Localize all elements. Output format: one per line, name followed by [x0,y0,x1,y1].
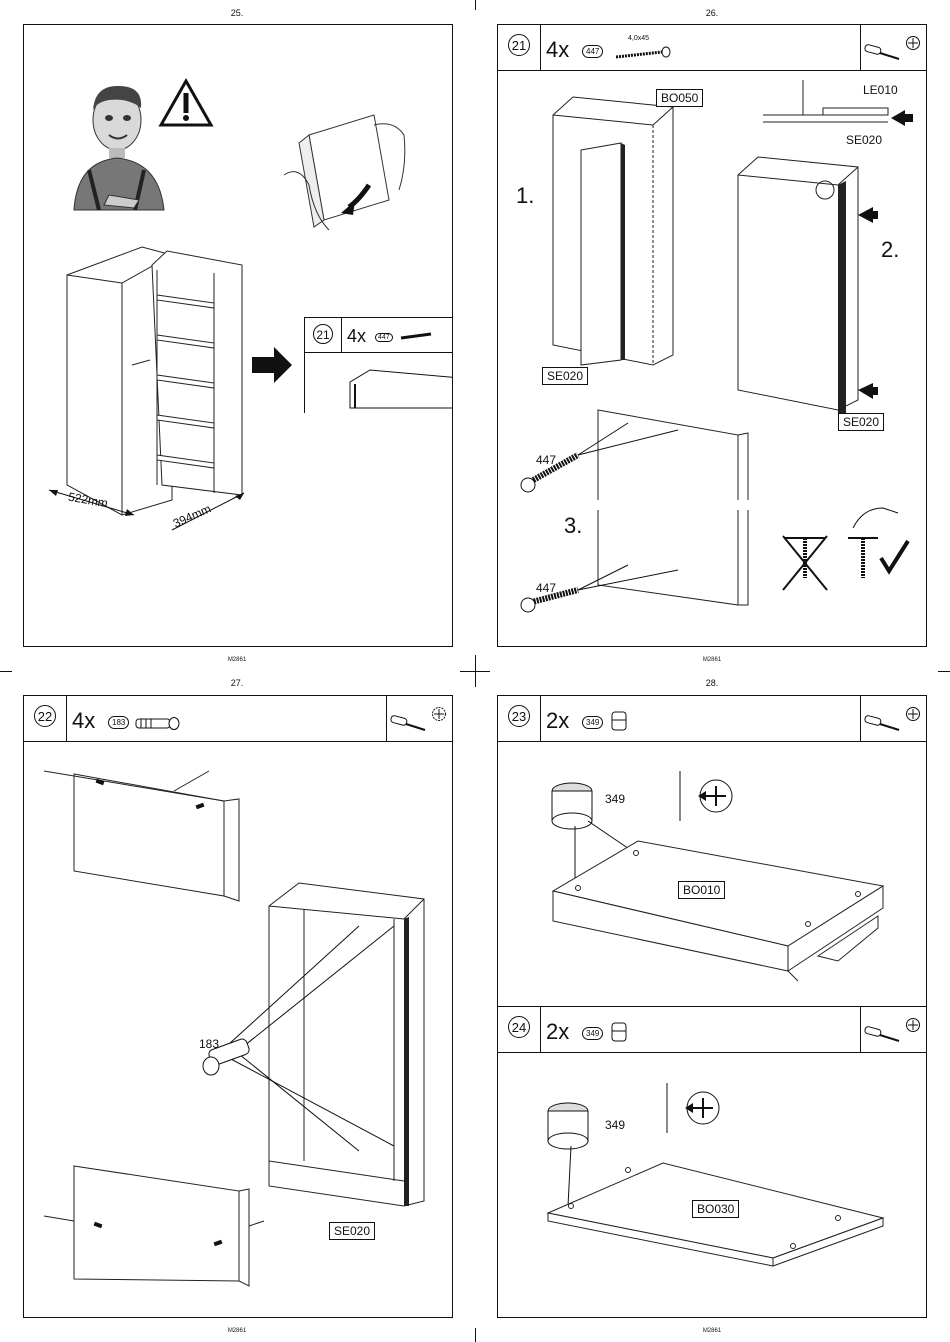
step-number: 22 [34,705,56,727]
header-divider [540,696,541,741]
phillips-head-icon [905,35,921,51]
board-label-bo010: BO010 [678,881,725,899]
dowel-icon [136,716,181,732]
dowel-label-183: 183 [199,1037,219,1051]
part-quantity: 2x [546,708,569,734]
crop-mark [475,0,476,10]
step-header-23: 23 2x 349 [498,696,926,742]
preview-screw-icon [401,330,431,342]
page-27-panel: 22 4x 183 [23,695,453,1318]
step-2-label: 2. [881,237,899,263]
screwdriver-icon [865,1025,901,1045]
page-number-25: 25. [207,8,267,18]
preview-qty: 4x [347,326,366,347]
board-label-bo030: BO030 [692,1200,739,1218]
page-footer-25: M2861 [207,657,267,663]
part-label-se020: SE020 [329,1222,375,1240]
screwdriver-icon [865,714,901,734]
cam-lock-icon [610,710,630,732]
page-number-27: 27. [207,678,267,688]
crop-mark [460,671,490,672]
header-divider [540,25,541,70]
screw-label-447-a: 447 [536,453,556,467]
screwdriver-icon [391,714,427,734]
page-footer-28: M2861 [682,1328,742,1334]
tool-box [860,696,926,741]
warning-triangle-icon [158,78,214,128]
page-number-26: 26. [682,8,742,18]
step-number: 21 [508,34,530,56]
part-label-se020-left: SE020 [542,367,588,385]
part-number-badge: 183 [108,716,129,729]
incorrect-screw-icon [780,533,830,593]
screw-label-447-b: 447 [536,581,556,595]
header-divider [540,1007,541,1052]
part-label-le010: LE010 [863,83,898,97]
phillips-head-icon [905,706,921,722]
part-label-se020-right: SE020 [838,413,884,431]
board-bo010-illustration [548,836,888,986]
phillips-head-icon [905,1017,921,1033]
cabinet-back-panel-illustration [553,95,683,365]
part-quantity: 4x [546,37,569,63]
assembled-wardrobe-illustration [62,245,262,505]
screwdriver-icon [865,43,901,63]
step-header: 21 4x 447 4,0x45 [498,25,926,71]
cam-lock-icon [610,1021,630,1043]
crop-mark [475,1328,476,1342]
rotate-lock-icon [678,771,738,821]
step-number: 23 [508,705,530,727]
cabinet-assembled-illustration [738,155,878,415]
page-25-panel: 522mm 394mm 21 4x 447 [23,24,453,647]
page-footer-27: M2861 [207,1328,267,1334]
rotate-lock-icon [665,1083,725,1133]
correct-screw-check-icon [843,503,913,588]
cam-lock-label-349-a: 349 [605,792,625,806]
phillips-head-icon [431,706,447,722]
page-footer-26: M2861 [682,657,742,663]
step-number: 24 [508,1016,530,1038]
next-step-preview: 21 4x 447 [304,317,453,413]
header-divider [66,696,67,741]
page-number-28: 28. [682,678,742,688]
step-header-24: 24 2x 349 [498,1007,926,1053]
part-number-badge: 447 [582,45,603,58]
preview-part-badge: 447 [375,333,393,342]
step-1-label: 1. [516,183,534,209]
part-label-se020-top: SE020 [846,133,882,147]
part-label-bo050: BO050 [656,89,703,107]
arrow-right-icon [252,347,292,383]
preview-cabinet-illustration [350,368,453,408]
crop-mark [938,671,950,672]
part-quantity: 2x [546,1019,569,1045]
crop-mark [0,671,12,672]
tool-box [860,1007,926,1052]
preview-step-circle: 21 [313,324,333,344]
tool-box [860,25,926,70]
step-3-label: 3. [564,513,582,539]
screw-icon [616,47,676,63]
cam-lock-label-349-b: 349 [605,1118,625,1132]
step-header: 22 4x 183 [24,696,452,742]
page-28-panel: 23 2x 349 349 [497,695,927,1318]
page-26-panel: 21 4x 447 4,0x45 BO050 1. SE020 [497,24,927,647]
screw-size-label: 4,0x45 [628,35,649,42]
part-number-badge: 349 [582,716,603,729]
panel-top-detail-illustration [44,766,244,901]
tool-box [386,696,452,741]
part-quantity: 4x [72,708,95,734]
panel-bottom-detail-illustration [44,1161,264,1296]
flip-page-hands-illustration [279,105,419,235]
part-number-badge: 349 [582,1027,603,1040]
